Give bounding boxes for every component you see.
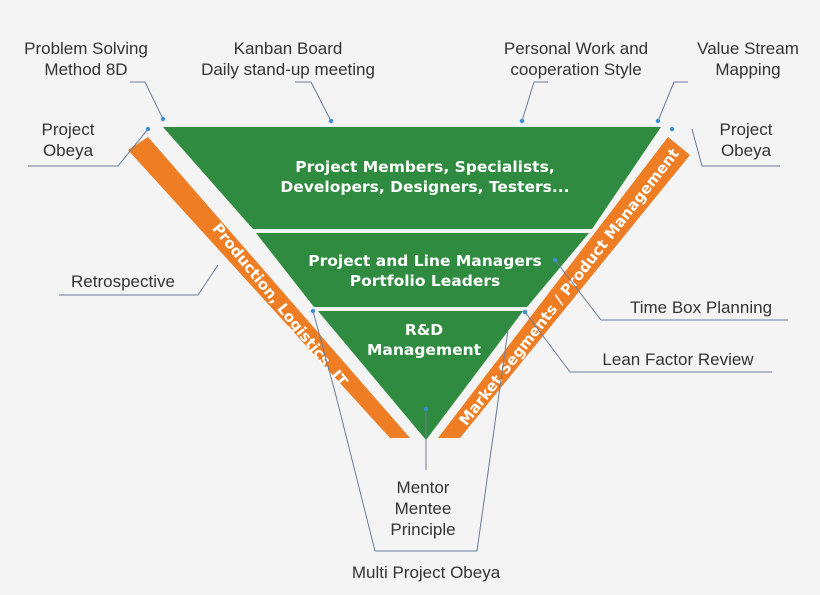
tier-bottom-line1: R&D <box>405 321 443 339</box>
label-problem-solving-line2: Method 8D <box>44 60 127 79</box>
leader-lines <box>28 81 788 552</box>
tier-middle-shape <box>256 233 589 307</box>
label-mentor-line1: Mentor <box>397 478 450 497</box>
label-obeya-left-line1: Project <box>42 120 95 139</box>
label-kanban-line1: Kanban Board <box>234 39 343 58</box>
label-obeya-left-line2: Obeya <box>43 141 94 160</box>
tier-top-shape <box>163 127 661 229</box>
label-personal-work-line2: cooperation Style <box>510 60 641 79</box>
label-value-stream-line2: Mapping <box>715 60 780 79</box>
tier-middle-line2: Portfolio Leaders <box>350 272 500 290</box>
label-personal-work-line1: Personal Work and <box>504 39 648 58</box>
label-retrospective: Retrospective <box>71 272 175 291</box>
left-orange-band <box>128 137 410 438</box>
label-value-stream-line1: Value Stream <box>697 39 799 58</box>
connector-dots <box>145 116 675 412</box>
right-orange-band <box>438 137 690 438</box>
label-lean-factor: Lean Factor Review <box>602 350 754 369</box>
tier-top-line1: Project Members, Specialists, <box>295 158 554 176</box>
label-time-box: Time Box Planning <box>630 298 772 317</box>
tier-bottom-shape <box>318 311 523 440</box>
tier-bottom-line2: Management <box>367 341 482 359</box>
label-multi-obeya: Multi Project Obeya <box>352 563 501 582</box>
label-mentor-line2: Mentee <box>395 499 452 518</box>
tier-middle-line1: Project and Line Managers <box>308 252 541 270</box>
tier-top-line2: Developers, Designers, Testers... <box>280 178 569 196</box>
label-kanban-line2: Daily stand-up meeting <box>201 60 375 79</box>
label-mentor-line3: Principle <box>390 520 455 539</box>
label-problem-solving-line1: Problem Solving <box>24 39 148 58</box>
label-obeya-right-line2: Obeya <box>721 141 772 160</box>
label-obeya-right-line1: Project <box>720 120 773 139</box>
